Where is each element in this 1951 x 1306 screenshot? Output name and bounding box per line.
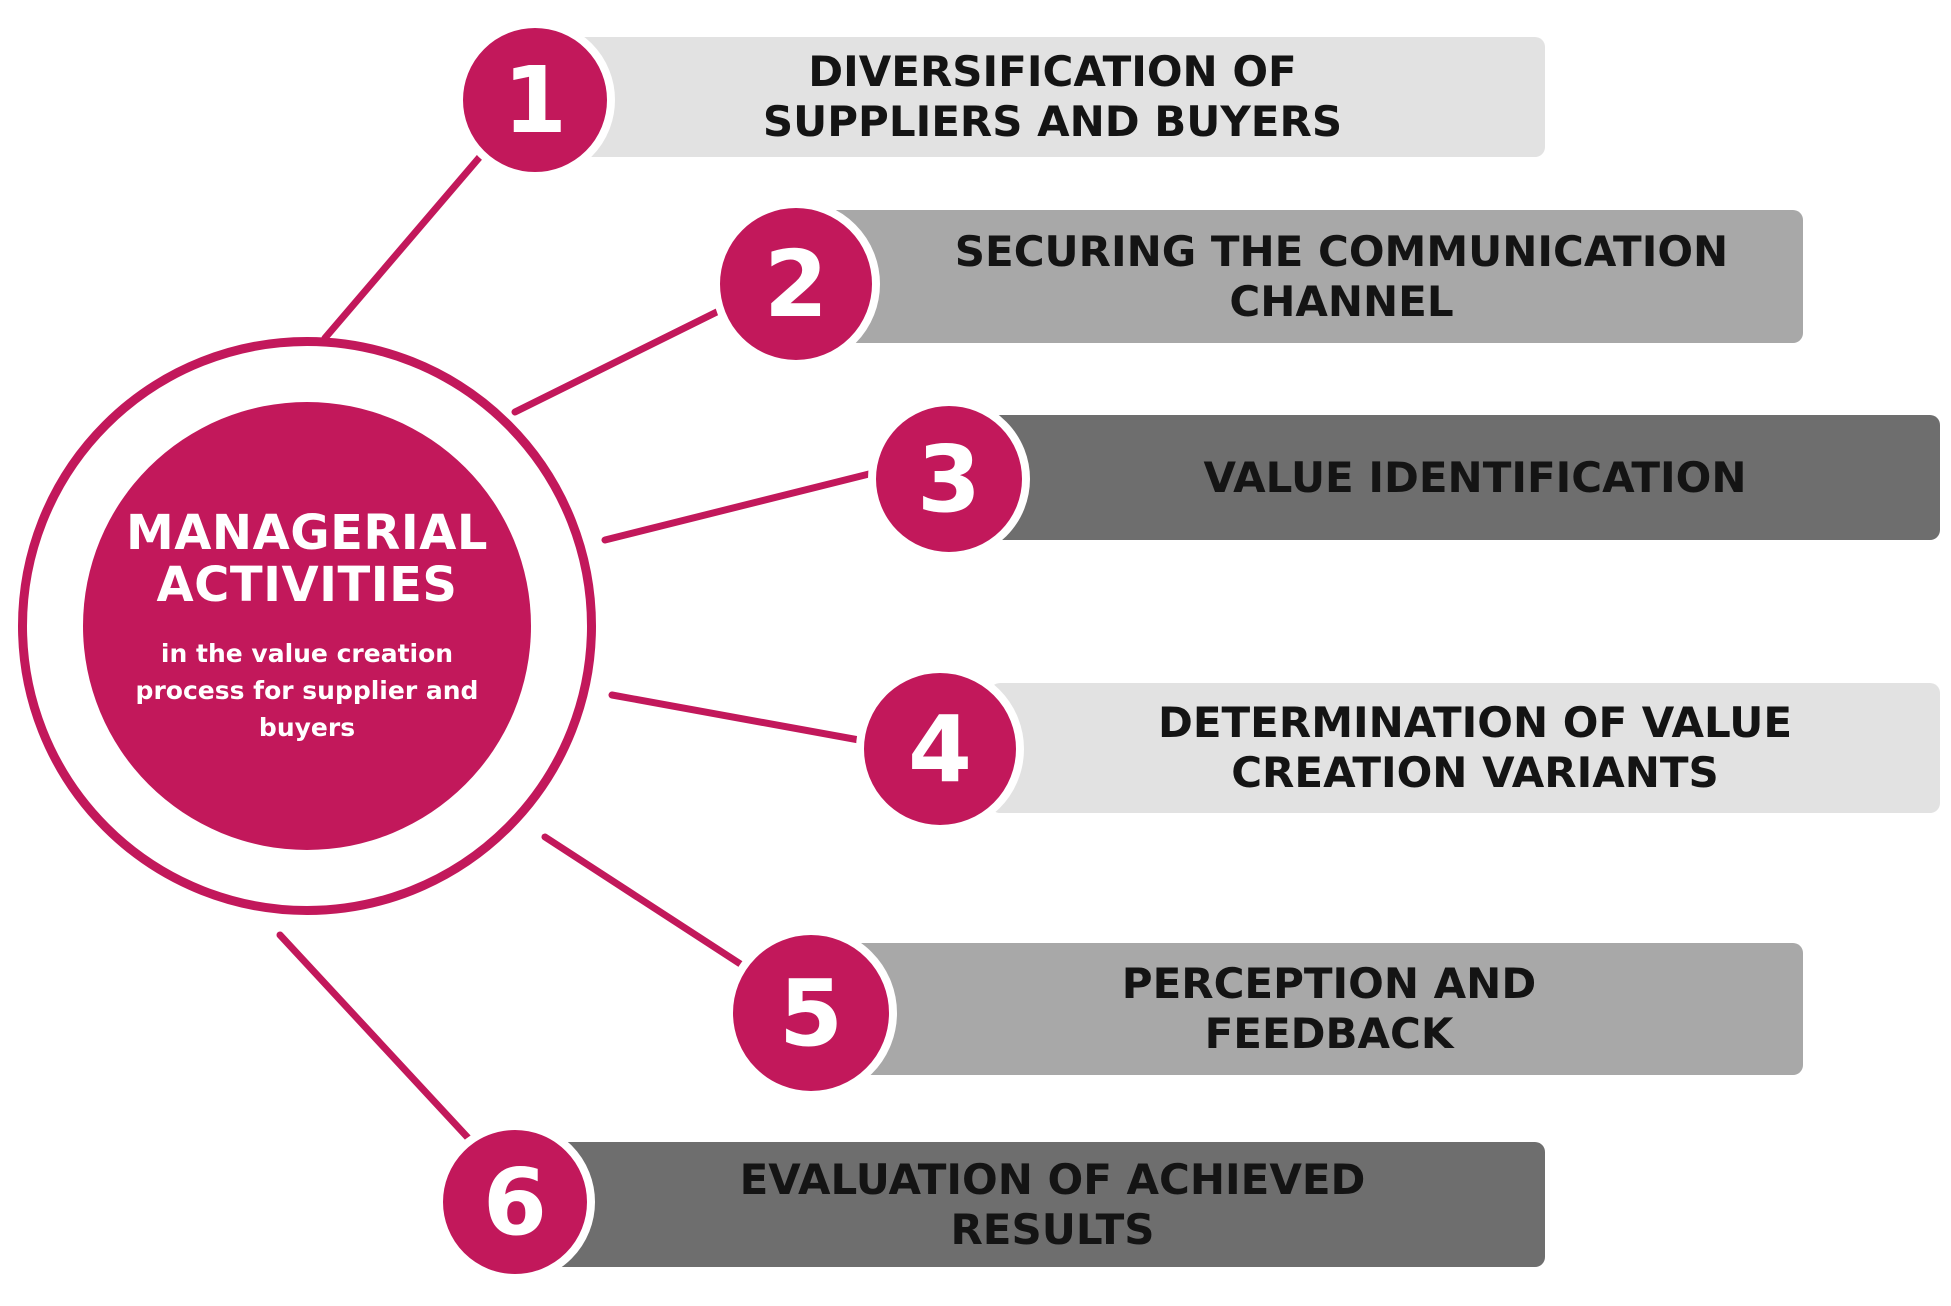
step-bar-4: DETERMINATION OF VALUE CREATION VARIANTS bbox=[990, 683, 1940, 813]
hub-title: MANAGERIAL ACTIVITIES bbox=[97, 507, 517, 611]
step-number-6: 6 bbox=[482, 1148, 547, 1256]
step-number-1: 1 bbox=[502, 46, 567, 154]
connector-line-5 bbox=[541, 833, 749, 971]
step-number-3: 3 bbox=[916, 425, 981, 533]
connector-line-1 bbox=[321, 141, 494, 342]
step-label-5: PERCEPTION AND FEEDBACK bbox=[1121, 959, 1537, 1058]
hub-title-line-2: ACTIVITIES bbox=[156, 556, 458, 613]
step-label-3: VALUE IDENTIFICATION bbox=[1203, 452, 1747, 502]
connector-line-4 bbox=[608, 691, 874, 746]
step-circle-1: 1 bbox=[455, 20, 615, 180]
step-label-2: SECURING THE COMMUNICATION CHANNEL bbox=[954, 226, 1729, 326]
connector-line-6 bbox=[276, 931, 474, 1144]
step-label-1: DIVERSIFICATION OF SUPPLIERS AND BUYERS bbox=[762, 47, 1343, 146]
step-bar-3: VALUE IDENTIFICATION bbox=[990, 415, 1940, 540]
step-label-6: EVALUATION OF ACHIEVED RESULTS bbox=[739, 1154, 1366, 1254]
step-circle-2: 2 bbox=[712, 200, 880, 368]
connector-line-2 bbox=[511, 294, 749, 416]
step-label-4: DETERMINATION OF VALUE CREATION VARIANTS bbox=[1157, 698, 1793, 797]
step-bar-6: EVALUATION OF ACHIEVED RESULTS bbox=[530, 1142, 1545, 1267]
step-bar-5: PERCEPTION AND FEEDBACK bbox=[825, 943, 1803, 1075]
step-bar-2: SECURING THE COMMUNICATION CHANNEL bbox=[810, 210, 1803, 343]
step-circle-4: 4 bbox=[856, 665, 1024, 833]
hub-circle: MANAGERIAL ACTIVITIES in the value creat… bbox=[83, 402, 531, 850]
step-bar-1: DIVERSIFICATION OF SUPPLIERS AND BUYERS bbox=[560, 37, 1545, 157]
step-number-2: 2 bbox=[763, 230, 828, 338]
step-circle-6: 6 bbox=[435, 1122, 595, 1282]
step-number-4: 4 bbox=[907, 695, 972, 803]
hub-subtitle: in the value creation process for suppli… bbox=[135, 638, 479, 742]
hub-title-line-1: MANAGERIAL bbox=[126, 504, 488, 561]
step-circle-3: 3 bbox=[868, 398, 1030, 560]
step-circle-5: 5 bbox=[725, 927, 897, 1099]
connector-line-3 bbox=[601, 466, 889, 544]
step-number-5: 5 bbox=[778, 959, 843, 1067]
